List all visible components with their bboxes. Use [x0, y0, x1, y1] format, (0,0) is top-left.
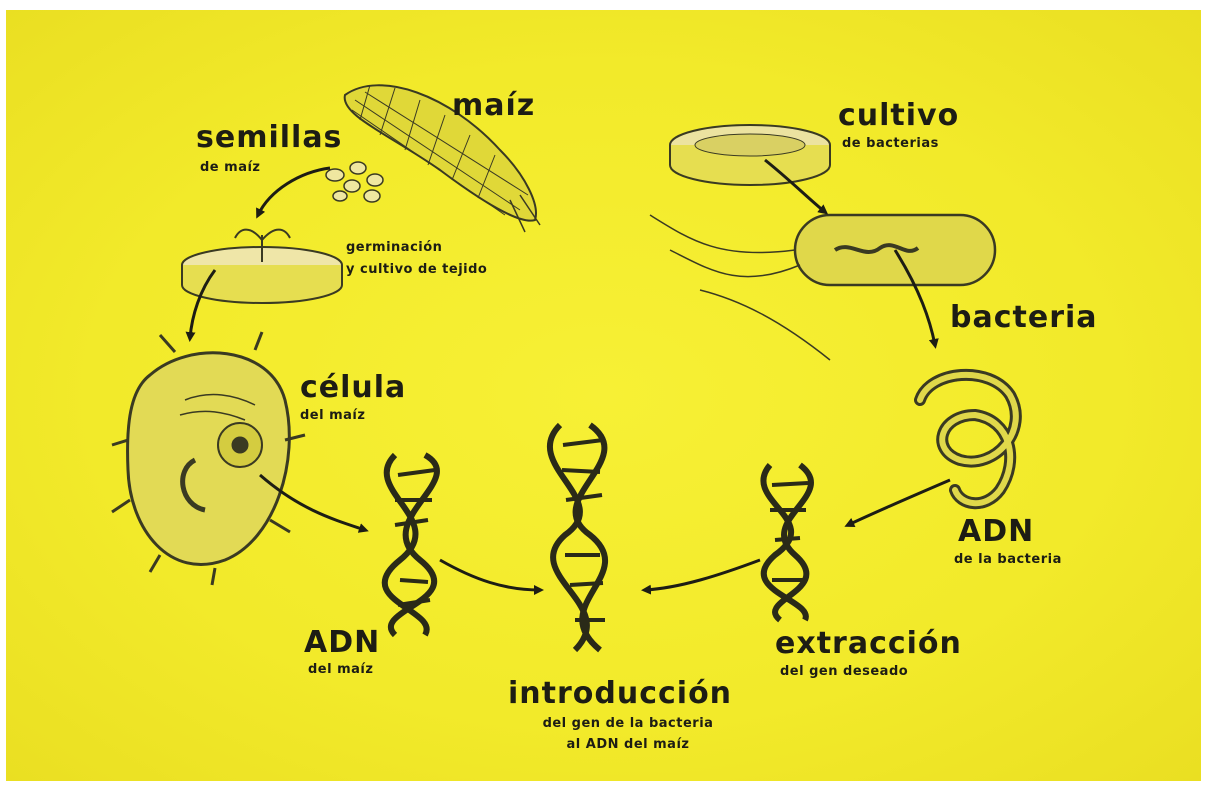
label-celula-title: célula [300, 370, 406, 405]
label-semillas-title: semillas [196, 120, 342, 155]
label-introduccion-line2: al ADN del maíz [513, 737, 743, 752]
label-celula-sub: del maíz [300, 408, 365, 423]
label-adn-bacteria-title: ADN [958, 514, 1034, 549]
label-cultivo-sub: de bacterias [842, 136, 939, 151]
bacteria-culture-dish-icon [670, 125, 830, 185]
label-semillas-sub: de maíz [200, 160, 261, 175]
label-cultivo-title: cultivo [838, 98, 959, 133]
dna-helix-icon [385, 455, 437, 635]
label-extraccion-title: extracción [775, 626, 962, 661]
label-adn-maiz-title: ADN [304, 625, 380, 660]
dna-helix-icon [550, 425, 605, 650]
label-adn-maiz-sub: del maíz [308, 662, 373, 677]
label-adn-bacteria-sub: de la bacteria [954, 552, 1062, 567]
arrow-seeds-to-dish [258, 168, 330, 215]
label-germinacion-1: germinación [346, 240, 442, 255]
petri-dish-seedling-icon [182, 230, 342, 303]
label-bacteria: bacteria [950, 300, 1098, 335]
arrow-extraction-to-center [645, 560, 760, 590]
label-maiz: maíz [452, 88, 535, 123]
label-extraccion-sub: del gen deseado [780, 664, 908, 679]
label-introduccion-line1: del gen de la bacteria [513, 716, 743, 731]
plant-cell-icon [112, 332, 305, 585]
label-germinacion-2: y cultivo de tejido [346, 262, 487, 277]
bacterium-icon [650, 215, 995, 360]
dna-helix-icon [763, 465, 811, 620]
arrow-coil-to-extraction [848, 480, 950, 525]
label-introduccion-title: introducción [508, 676, 732, 711]
corn-seeds-icon [326, 162, 383, 202]
arrow-dna-to-center [440, 560, 540, 590]
